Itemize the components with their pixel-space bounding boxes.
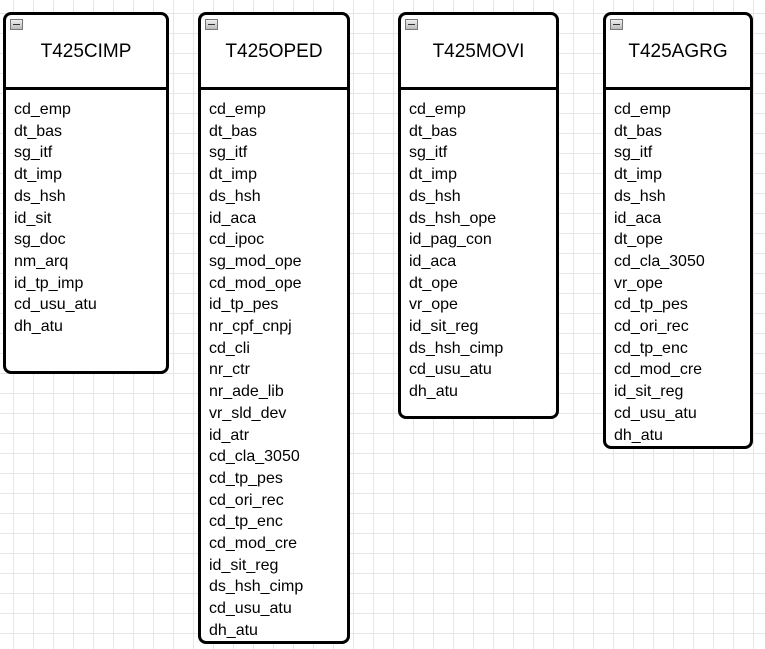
field-row[interactable]: id_aca: [209, 209, 257, 227]
field-row[interactable]: cd_emp: [209, 101, 266, 118]
field-row[interactable]: dt_bas: [614, 122, 663, 140]
field-row[interactable]: cd_usu_atu: [614, 404, 697, 422]
collapse-icon[interactable]: [610, 19, 623, 30]
field-row[interactable]: vr_ope: [409, 296, 458, 314]
field-row[interactable]: cd_emp: [409, 101, 466, 118]
field-row[interactable]: ds_hsh: [614, 187, 666, 205]
field-row[interactable]: cd_usu_atu: [209, 600, 292, 618]
field-row[interactable]: cd_ori_rec: [209, 491, 284, 509]
field-row[interactable]: nr_ctr: [209, 361, 250, 379]
field-row[interactable]: cd_ipoc: [209, 231, 265, 249]
field-row[interactable]: id_sit_reg: [409, 318, 479, 336]
collapse-icon[interactable]: [10, 19, 23, 30]
field-row[interactable]: dt_ope: [614, 231, 663, 249]
field-row[interactable]: ds_hsh: [409, 187, 461, 205]
field-row[interactable]: cd_usu_atu: [14, 296, 97, 314]
field-row[interactable]: ds_hsh_cimp: [209, 578, 304, 596]
field-row[interactable]: ds_hsh_ope: [409, 209, 497, 227]
field-row[interactable]: cd_mod_ope: [209, 274, 302, 292]
field-row[interactable]: id_sit: [14, 209, 52, 227]
table-header: T425MOVI: [401, 15, 556, 90]
field-row[interactable]: dt_bas: [209, 122, 258, 140]
field-list: cd_emp dt_bas sg_itf dt_imp ds_hsh ds_hsh_ope…: [401, 90, 556, 403]
field-row[interactable]: vr_ope: [614, 274, 663, 292]
field-row[interactable]: dh_atu: [614, 426, 663, 444]
field-row[interactable]: cd_ori_rec: [614, 318, 689, 336]
field-row[interactable]: sg_itf: [209, 144, 248, 162]
table-header: T425OPED: [201, 15, 347, 90]
field-row[interactable]: dt_ope: [409, 274, 458, 292]
table-title: T425CIMP: [40, 41, 132, 62]
field-row[interactable]: dt_imp: [14, 166, 63, 184]
collapse-icon[interactable]: [205, 19, 218, 30]
field-row[interactable]: ds_hsh: [209, 187, 261, 205]
field-row[interactable]: cd_emp: [614, 101, 671, 118]
field-row[interactable]: nm_arq: [14, 252, 69, 270]
field-row[interactable]: cd_tp_enc: [614, 339, 688, 357]
field-row[interactable]: id_pag_con: [409, 231, 492, 249]
field-row[interactable]: cd_mod_cre: [614, 361, 703, 379]
table-header: T425AGRG: [606, 15, 750, 90]
field-row[interactable]: id_sit_reg: [209, 556, 279, 574]
field-row[interactable]: dt_bas: [409, 122, 458, 140]
field-row[interactable]: dh_atu: [14, 318, 63, 336]
field-row[interactable]: id_tp_pes: [209, 296, 279, 314]
field-row[interactable]: cd_usu_atu: [409, 361, 492, 379]
field-row[interactable]: id_aca: [614, 209, 662, 227]
field-list: cd_emp dt_bas sg_itf dt_imp ds_hsh id_aca cd_i…: [201, 90, 347, 642]
field-row[interactable]: cd_tp_pes: [209, 469, 283, 487]
field-row[interactable]: ds_hsh: [14, 187, 66, 205]
table-header: T425CIMP: [6, 15, 166, 90]
field-row[interactable]: id_aca: [409, 252, 457, 270]
field-row[interactable]: id_tp_imp: [14, 274, 84, 292]
field-row[interactable]: sg_itf: [614, 144, 653, 162]
collapse-icon[interactable]: [405, 19, 418, 30]
field-row[interactable]: ds_hsh_cimp: [409, 339, 504, 357]
field-row[interactable]: cd_tp_pes: [614, 296, 688, 314]
field-row[interactable]: id_atr: [209, 426, 250, 444]
table-title: T425MOVI: [432, 41, 525, 62]
field-row[interactable]: cd_tp_enc: [209, 513, 283, 531]
field-row[interactable]: cd_mod_cre: [209, 535, 298, 553]
field-row[interactable]: nr_cpf_cnpj: [209, 318, 292, 336]
table-title: T425AGRG: [628, 41, 728, 62]
field-row[interactable]: vr_sld_dev: [209, 404, 287, 422]
field-row[interactable]: dt_imp: [614, 166, 663, 184]
field-row[interactable]: cd_cla_3050: [614, 252, 705, 270]
field-row[interactable]: nr_ade_lib: [209, 383, 284, 401]
field-row[interactable]: sg_doc: [14, 231, 66, 249]
table-title: T425OPED: [225, 41, 323, 62]
field-row[interactable]: sg_itf: [14, 144, 53, 162]
field-row[interactable]: sg_itf: [409, 144, 448, 162]
field-row[interactable]: id_sit_reg: [614, 383, 684, 401]
field-row[interactable]: dt_imp: [409, 166, 458, 184]
field-row[interactable]: dt_bas: [14, 122, 63, 140]
field-row[interactable]: cd_emp: [14, 101, 71, 118]
field-list: cd_emp dt_bas sg_itf dt_imp ds_hsh id_aca dt_o…: [606, 90, 750, 446]
field-row[interactable]: dh_atu: [209, 621, 258, 639]
field-list: cd_emp dt_bas sg_itf dt_imp ds_hsh id_sit sg_d…: [6, 90, 166, 338]
field-row[interactable]: cd_cli: [209, 339, 250, 357]
field-row[interactable]: sg_mod_ope: [209, 252, 302, 270]
field-row[interactable]: dh_atu: [409, 383, 458, 401]
field-row[interactable]: dt_imp: [209, 166, 258, 184]
field-row[interactable]: cd_cla_3050: [209, 448, 300, 466]
